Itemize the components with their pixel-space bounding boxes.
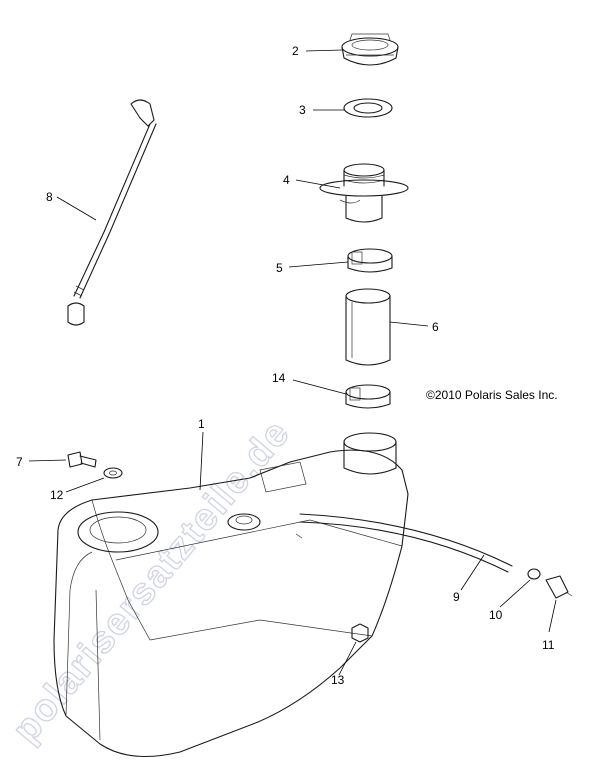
part-5-clamp[interactable]: [347, 248, 393, 273]
callout-11: 11: [542, 638, 555, 652]
part-14-clamp[interactable]: [345, 384, 391, 409]
callout-10: 10: [489, 608, 503, 622]
part-9-hose[interactable]: [299, 513, 513, 573]
callout-8: 8: [46, 190, 53, 204]
part-10-fitting[interactable]: [527, 568, 541, 580]
callout-1: 1: [198, 417, 205, 431]
callout-3: 3: [299, 103, 306, 117]
part-8-vent-line[interactable]: [67, 99, 157, 326]
callout-6: 6: [432, 320, 439, 334]
callout-9: 9: [453, 590, 460, 604]
callout-13: 13: [331, 673, 345, 687]
leader-lines: [28, 49, 557, 676]
copyright-text: ©2010 Polaris Sales Inc.: [426, 388, 558, 402]
part-11-valve[interactable]: [545, 575, 573, 599]
part-1-fuel-tank[interactable]: [53, 432, 409, 758]
part-6-hose[interactable]: [345, 288, 391, 366]
part-12-washer[interactable]: [103, 467, 123, 479]
callout-7: 7: [16, 455, 23, 469]
part-7-bolt[interactable]: [67, 451, 97, 468]
callout-5: 5: [276, 261, 283, 275]
part-13-nut[interactable]: [351, 623, 369, 643]
watermark: polarisersatzteile.de: [4, 411, 299, 751]
part-3-gasket[interactable]: [343, 98, 393, 118]
part-4-filler-neck[interactable]: [319, 163, 409, 223]
watermark-text: polarisersatzteile.de: [5, 412, 299, 751]
callout-2: 2: [292, 44, 299, 58]
callout-12: 12: [50, 488, 64, 502]
callout-labels: 2 3 4 5 6 14 8 7 12 1 9 10 11 13: [16, 44, 555, 687]
part-2-fuel-cap[interactable]: [341, 33, 399, 66]
callout-4: 4: [283, 173, 290, 187]
callout-14: 14: [272, 371, 286, 385]
